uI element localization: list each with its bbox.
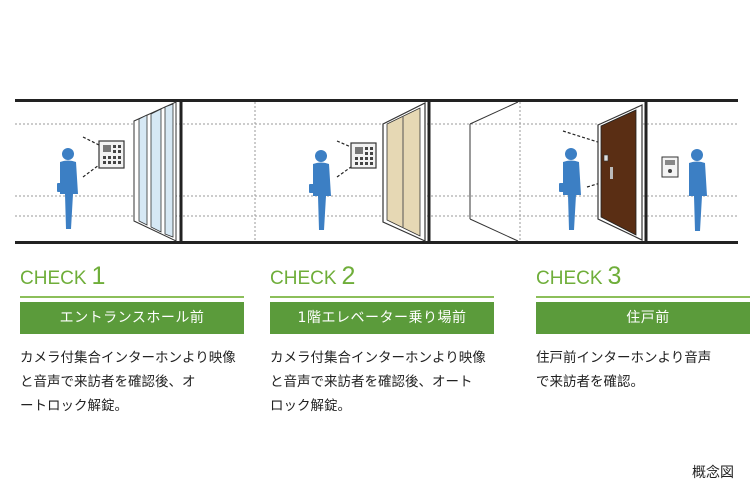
description-line: カメラ付集合インターホンより映像	[270, 350, 486, 366]
check-location-bar: 1階エレベーター乗り場前	[270, 302, 494, 334]
check-description: 住戸前インターホンより音声 で来訪者を確認。	[536, 346, 750, 394]
door-intercom-icon	[661, 156, 679, 178]
description-line: と音声で来訪者を確認後、オ	[20, 374, 196, 390]
entry-door-icon	[597, 102, 648, 241]
check-label: CHECK	[270, 268, 337, 289]
divider	[270, 296, 494, 298]
description-line: で来訪者を確認。	[536, 374, 644, 390]
security-illustration	[15, 99, 738, 244]
check-description: カメラ付集合インターホンより映像 と音声で来訪者を確認後、オート ロック解錠。	[270, 346, 502, 418]
intercom-panel-icon	[350, 142, 377, 169]
scene-dwelling-front	[559, 102, 707, 241]
scene-elevator-hall	[309, 101, 519, 242]
visitor-figure-icon	[57, 148, 78, 229]
description-line: カメラ付集合インターホンより映像	[20, 350, 236, 366]
intercom-panel-icon	[98, 140, 125, 169]
check-location-bar: エントランスホール前	[20, 302, 244, 334]
elevator-door-icon	[382, 102, 431, 242]
check-description: カメラ付集合インターホンより映像 と音声で来訪者を確認後、オ ートロック解錠。	[20, 346, 252, 418]
resident-figure-icon	[689, 149, 707, 231]
description-line: と音声で来訪者を確認後、オート	[270, 374, 473, 390]
description-line: ロック解錠。	[270, 398, 351, 414]
scene-entrance-hall	[57, 101, 183, 242]
check-number: 2	[341, 262, 356, 290]
check-label: CHECK	[20, 268, 87, 289]
concept-diagram-caption: 概念図	[692, 465, 734, 481]
visitor-figure-icon	[309, 150, 331, 230]
divider	[20, 296, 244, 298]
check-number: 1	[91, 262, 106, 290]
description-line: 住戸前インターホンより音声	[536, 350, 712, 366]
check-number: 3	[607, 262, 622, 290]
divider	[536, 296, 750, 298]
visitor-figure-icon	[559, 148, 581, 230]
check-label: CHECK	[536, 268, 603, 289]
check-location-bar: 住戸前	[536, 302, 750, 334]
glass-door-icon	[133, 101, 183, 242]
description-line: ートロック解錠。	[20, 398, 128, 414]
